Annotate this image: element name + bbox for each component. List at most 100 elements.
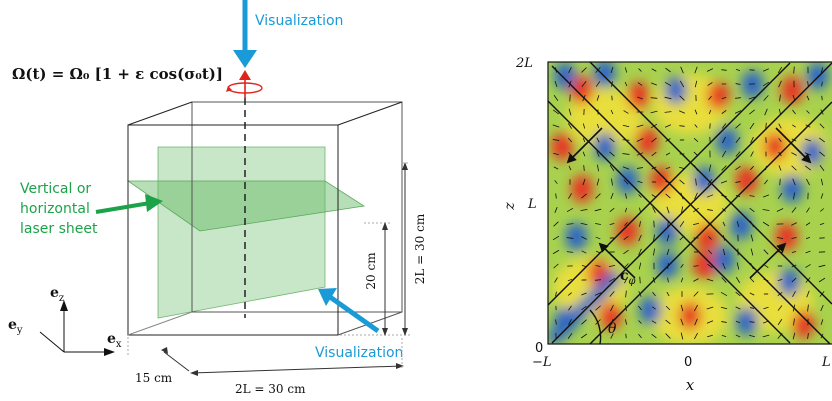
quiver-arrow <box>694 318 698 326</box>
quiver-arrow <box>680 277 684 283</box>
quiver-arrow <box>806 207 810 213</box>
quiver-arrow <box>637 82 643 86</box>
angle-arc <box>589 309 602 344</box>
quiver-arrow <box>694 304 698 312</box>
quiver-arrow <box>595 265 601 267</box>
quiver-arrow <box>552 109 560 115</box>
quiver-arrow <box>665 319 671 325</box>
quiver-arrow <box>735 97 741 99</box>
quiver-arrow <box>566 223 574 225</box>
laser-label-line-2: horizontal <box>20 201 90 217</box>
quiver-arrow <box>735 165 741 171</box>
quiver-arrow <box>708 109 712 115</box>
vector-label: cφ <box>620 268 636 287</box>
quiver-arrow <box>749 321 755 323</box>
quiver-arrow <box>637 180 643 184</box>
field-blob-negative <box>778 267 801 296</box>
quiver-arrow <box>624 81 628 87</box>
quiver-arrow <box>762 221 770 227</box>
quiver-arrow <box>735 334 741 338</box>
quiver-arrow <box>749 307 755 309</box>
quiver-arrow <box>651 333 657 339</box>
quiver-arrow <box>791 236 797 240</box>
quiver-arrow <box>651 68 657 72</box>
quiver-arrow <box>749 207 755 213</box>
quiver-arrow <box>693 138 699 142</box>
quiver-arrow <box>623 236 629 240</box>
quiver-arrow <box>821 178 823 186</box>
quiver-arrow <box>553 263 559 269</box>
quiver-arrow <box>623 249 629 255</box>
quiver-arrow <box>666 234 670 242</box>
quiver-arrow <box>666 248 670 256</box>
quiver-arrow <box>721 69 727 71</box>
quiver-arrow <box>638 68 642 72</box>
quiver-arrow <box>610 304 614 312</box>
quiver-arrow <box>624 319 628 325</box>
quiver-arrow <box>553 166 559 170</box>
quiver-arrow <box>778 165 782 171</box>
laser-arrow <box>95 201 151 214</box>
quiver-arrow <box>610 333 614 339</box>
quiver-arrow <box>721 334 727 338</box>
quiver-arrow <box>792 332 796 340</box>
quiver-arrow <box>792 178 796 186</box>
quiver-arrow <box>776 208 784 212</box>
quiver-arrow <box>580 333 588 339</box>
quiver-arrow <box>636 167 644 169</box>
field-blob-negative <box>715 126 738 155</box>
quiver-arrow <box>595 193 601 199</box>
quiver-arrow <box>793 66 795 74</box>
quiver-arrow <box>694 124 698 128</box>
quiver-arrow <box>793 318 795 326</box>
field-blob-negative <box>735 307 758 336</box>
quiver-arrow <box>638 262 642 270</box>
ylabel: z <box>502 202 518 211</box>
quiver-arrow <box>679 125 685 127</box>
quiver-arrow <box>721 110 727 114</box>
quiver-arrow <box>735 320 741 324</box>
quiver-arrow <box>736 221 740 227</box>
plot-frame <box>547 61 832 345</box>
quiver-arrow <box>819 208 825 212</box>
quiver-arrow <box>793 192 795 200</box>
quiver-arrow <box>636 138 644 142</box>
quiver-arrow <box>609 137 615 143</box>
dim-height-sheet-label: 20 cm <box>364 252 378 290</box>
field-blob-negative <box>741 70 764 99</box>
quiver-arrow <box>652 207 656 213</box>
field-blob-positive <box>792 310 815 339</box>
left-panel: Visualization Ω(t) = Ω₀ [1 + ε cos(σ₀t)] <box>8 0 427 396</box>
quiver-arrow <box>636 124 644 128</box>
quiver-arrow <box>778 123 782 129</box>
quiver-arrow <box>695 178 697 186</box>
field-blob-positive <box>650 166 673 195</box>
dim-height-sheet <box>364 222 390 336</box>
quiver-arrow <box>624 67 628 73</box>
laser-label-line-3: laser sheet <box>20 221 98 237</box>
quiver-arrow <box>554 207 558 213</box>
quiver-arrow <box>680 332 684 340</box>
field-blob-negative <box>781 174 804 203</box>
quiver-arrow <box>679 220 685 228</box>
field-blob-positive <box>636 126 659 155</box>
quiver-arrow <box>749 122 755 130</box>
laser-label-line-1: Vertical or <box>20 181 91 197</box>
quiver-arrow <box>555 291 557 297</box>
quiver-arrow <box>693 265 699 267</box>
quiver-arrow <box>582 137 586 143</box>
quiver-arrow <box>653 248 655 256</box>
quiver-arrow <box>735 276 741 284</box>
quiver-arrow <box>722 221 726 227</box>
quiver-arrow <box>667 277 669 283</box>
y-tick-2L: 2L <box>515 56 533 71</box>
top-visualization-arrow <box>233 0 257 68</box>
field-blob-negative <box>656 217 679 246</box>
quiver-arrow <box>664 96 672 100</box>
quiver-arrow <box>639 207 641 213</box>
quiver-arrow <box>749 195 755 197</box>
quiver-arrow <box>818 264 826 268</box>
axis-ey-label: ey <box>8 317 23 336</box>
quiver-arrow <box>721 321 727 323</box>
quiver-arrow <box>694 332 698 340</box>
